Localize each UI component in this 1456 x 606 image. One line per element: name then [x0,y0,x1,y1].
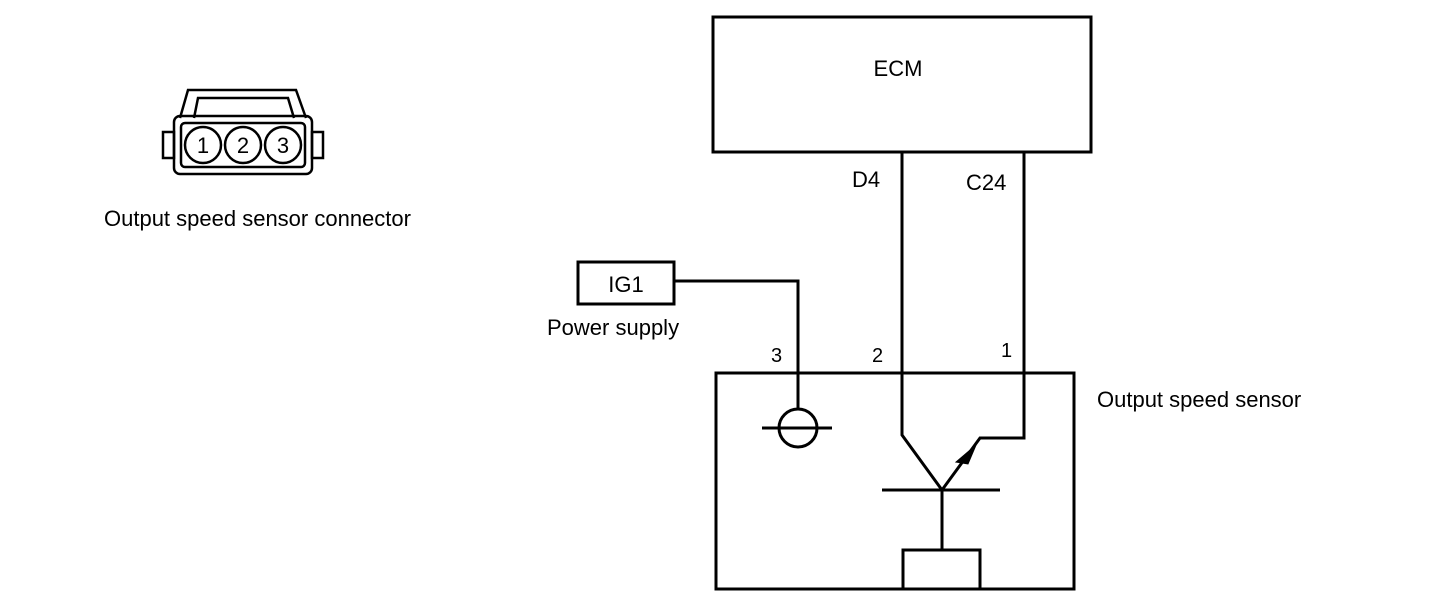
transistor-symbol [882,444,1000,550]
connector-pin-3 [263,125,303,165]
sensor-box [714,371,1076,591]
connector-caption: Output speed sensor connector [104,206,411,231]
ecm-box [711,15,1093,154]
ecm-terminal-d4: D4 [852,167,880,192]
connector-pin-1-label: 1 [197,133,209,158]
power-supply-caption: Power supply [547,315,679,340]
sensor-element-circle [762,407,832,449]
sensor-pin-1-label: 1 [1001,340,1012,362]
sensor-block [901,548,982,591]
sensor-pin-3-label: 3 [771,345,782,367]
sensor-pin-2-label: 2 [872,345,883,367]
ecm-label: ECM [874,56,923,81]
connector-illustration: 1 2 3 [161,88,325,176]
wire-d4-to-pin2 [900,152,944,491]
ig1-box [576,260,676,306]
sensor-label: Output speed sensor [1097,387,1301,412]
connector-pin-1 [183,125,223,165]
emitter-arrow [954,444,977,465]
ecm-terminal-c24: C24 [966,170,1006,195]
ig1-label: IG1 [608,272,643,297]
connector-pin-2-label: 2 [237,133,249,158]
wire-c24-to-pin1 [940,152,1026,491]
connector-pin-2 [223,125,263,165]
connector-pin-3-label: 3 [277,133,289,158]
wire-ig1-to-pin3 [674,279,800,410]
